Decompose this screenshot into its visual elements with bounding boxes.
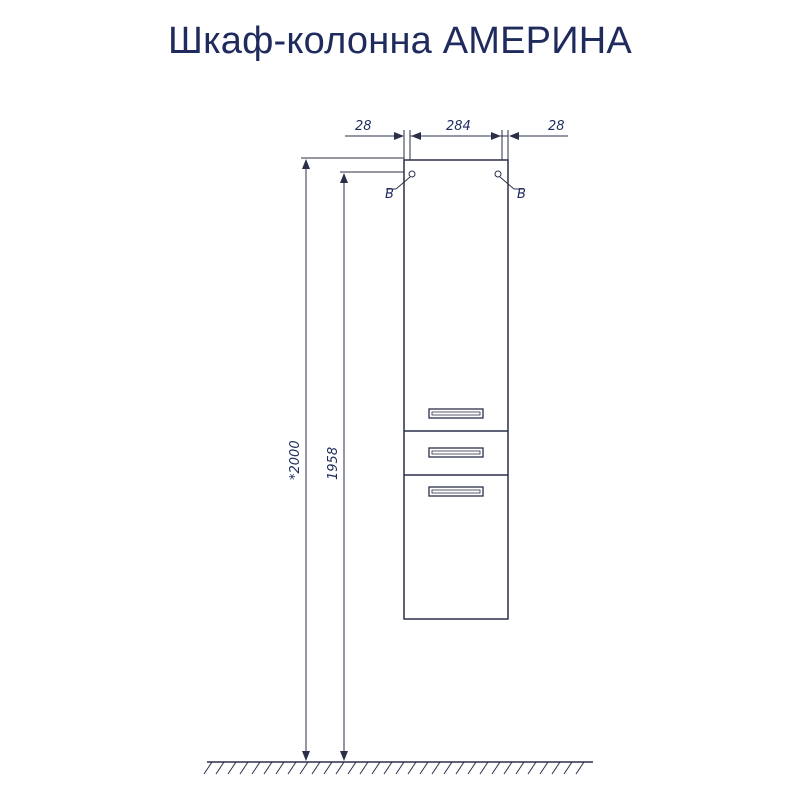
floor-hatch-stroke [419, 761, 429, 775]
floor-hatch-stroke [299, 761, 309, 775]
floor-hatch-stroke [263, 761, 273, 775]
floor-hatch-stroke [479, 761, 489, 775]
floor-hatch-stroke [383, 761, 393, 775]
left-mark-label: В [385, 187, 394, 202]
floor-line [203, 761, 593, 775]
height-dimension-group: *2000 1958 [288, 157, 404, 761]
floor-hatch-stroke [551, 761, 561, 775]
floor-hatch-stroke [227, 761, 237, 775]
floor-hatch-stroke [287, 761, 297, 775]
left-mount-hole [408, 170, 416, 178]
floor-hatch-stroke [311, 761, 321, 775]
floor-hatch-stroke [359, 761, 369, 775]
cabinet-height-label: 1958 [326, 447, 341, 480]
floor-hatch-stroke [335, 761, 345, 775]
page-title: Шкаф-колонна АМЕРИНА [168, 20, 632, 62]
top-dimension-group: 28 284 28 [345, 119, 568, 160]
floor-hatch-stroke [515, 761, 525, 775]
floor-hatch-stroke [467, 761, 477, 775]
floor-hatch-stroke [203, 761, 213, 775]
floor-hatch-stroke [395, 761, 405, 775]
floor-hatch-stroke [347, 761, 357, 775]
floor-hatch-stroke [443, 761, 453, 775]
right-offset-label: 28 [548, 119, 565, 134]
right-mark-label: В [517, 187, 526, 202]
floor-hatch-stroke [275, 761, 285, 775]
floor-hatch-stroke [251, 761, 261, 775]
floor-hatch-stroke [371, 761, 381, 775]
lower-door-handle [428, 486, 484, 497]
floor-hatch-stroke [491, 761, 501, 775]
floor-hatch-stroke [563, 761, 573, 775]
floor-hatch-stroke [323, 761, 333, 775]
width-label: 284 [446, 119, 471, 134]
mounting-marks: В В [385, 170, 526, 202]
floor-hatch-stroke [239, 761, 249, 775]
floor-hatch-stroke [215, 761, 225, 775]
floor-hatch-stroke [455, 761, 465, 775]
floor-hatch-stroke [407, 761, 417, 775]
cabinet-outline [403, 159, 509, 620]
right-mount-hole [494, 170, 502, 178]
floor-hatch-stroke [527, 761, 537, 775]
floor-hatch-stroke [431, 761, 441, 775]
drawer-handle [428, 447, 484, 458]
floor-hatch-stroke [539, 761, 549, 775]
upper-door-handle [428, 408, 484, 419]
floor-hatch-stroke [503, 761, 513, 775]
total-height-label: *2000 [288, 440, 303, 480]
left-offset-label: 28 [355, 119, 372, 134]
floor-hatching [203, 761, 585, 775]
cabinet-body [403, 159, 509, 620]
floor-hatch-stroke [575, 761, 585, 775]
